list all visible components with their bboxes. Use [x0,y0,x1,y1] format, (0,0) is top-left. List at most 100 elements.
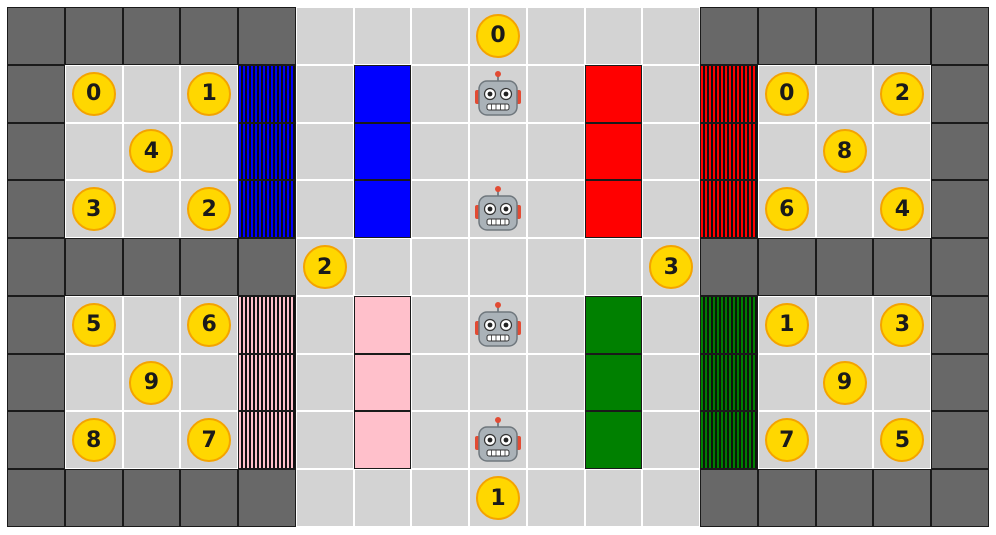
wall-tile [7,122,65,181]
coin-token: 0 [71,71,116,116]
floor-tile [526,180,585,239]
floor-tile [122,64,181,123]
wall-tile [931,411,989,470]
green-door [700,353,758,412]
wall-tile [815,469,874,527]
floor-tile [642,411,701,470]
wall-tile [873,469,932,527]
floor-tile [584,469,643,527]
floor-tile [295,64,354,123]
floor-tile [584,7,643,65]
floor-tile [180,353,239,412]
wall-tile [931,469,989,527]
coin-token: 2 [880,71,925,116]
blue-door [238,180,296,239]
wall-tile [700,469,758,527]
coin-token: 1 [187,71,232,116]
green-door [700,295,758,354]
blue-block [353,180,412,239]
floor-tile [64,122,123,181]
floor-tile [757,353,816,412]
wall-tile [122,7,181,65]
floor-tile [526,469,585,527]
floor-tile [873,122,932,181]
floor-tile [411,353,470,412]
wall-tile [238,238,296,296]
blue-door [238,122,296,181]
coin-token: 5 [71,302,116,347]
floor-tile [526,7,585,65]
floor-tile [411,7,470,65]
floor-tile [815,180,874,239]
floor-tile [642,353,701,412]
floor-tile [526,411,585,470]
floor-tile [411,295,470,354]
floor-tile [757,122,816,181]
floor-tile [353,238,412,296]
wall-tile [931,238,989,296]
green-block [584,353,643,412]
coin-token: 8 [71,418,116,463]
red-block [584,64,643,123]
pink-door [238,411,296,470]
wall-tile [7,411,65,470]
floor-tile [526,295,585,354]
coin-token: 6 [187,302,232,347]
floor-tile [411,469,470,527]
coin-token: 3 [71,187,116,232]
floor-tile [526,64,585,123]
floor-tile [295,353,354,412]
wall-tile [7,180,65,239]
coin-token: 0 [764,71,809,116]
robot-icon [472,416,524,464]
floor-tile [295,7,354,65]
floor-tile [353,7,412,65]
wall-tile [757,469,816,527]
red-door [700,64,758,123]
floor-tile [642,7,701,65]
wall-tile [122,469,181,527]
blue-door [238,64,296,123]
floor-tile [469,353,527,412]
floor-tile [411,64,470,123]
floor-tile [642,469,701,527]
coin-token: 4 [880,187,925,232]
wall-tile [815,7,874,65]
wall-tile [700,7,758,65]
floor-tile [122,411,181,470]
wall-tile [180,238,239,296]
wall-tile [64,469,123,527]
floor-tile [526,122,585,181]
floor-tile [873,353,932,412]
coin-token: 0 [476,13,520,58]
floor-tile [642,180,701,239]
wall-tile [7,64,65,123]
floor-tile [642,64,701,123]
green-block [584,411,643,470]
coin-token: 2 [302,245,347,289]
wall-tile [757,238,816,296]
wall-tile [64,238,123,296]
red-door [700,180,758,239]
coin-token: 7 [187,418,232,463]
coin-token: 4 [129,129,174,174]
floor-tile [526,353,585,412]
robot-icon [472,301,524,349]
floor-tile [815,64,874,123]
red-block [584,180,643,239]
floor-tile [122,295,181,354]
wall-tile [180,7,239,65]
floor-tile [122,180,181,239]
floor-tile [411,411,470,470]
floor-tile [642,295,701,354]
floor-tile [411,122,470,181]
wall-tile [122,238,181,296]
floor-tile [526,238,585,296]
robot-icon [472,185,524,233]
floor-tile [295,180,354,239]
robot-icon [472,70,524,118]
floor-tile [295,469,354,527]
wall-tile [238,7,296,65]
floor-tile [295,411,354,470]
